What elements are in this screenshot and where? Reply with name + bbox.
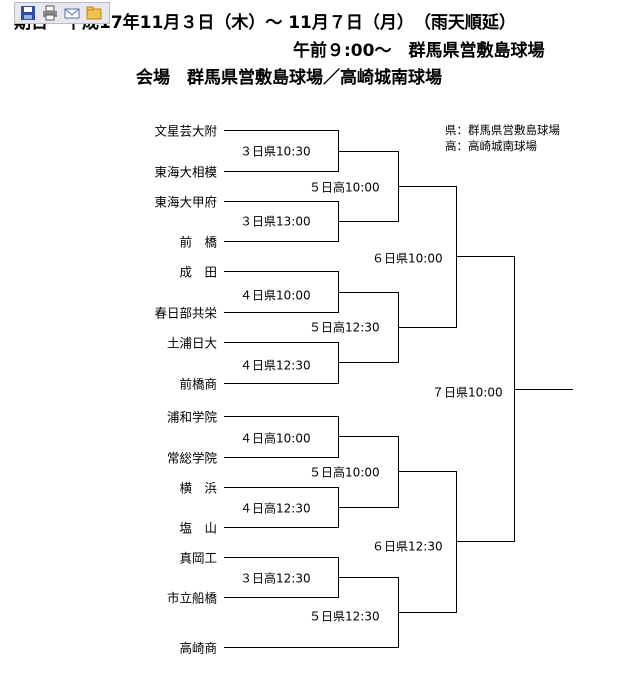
save-icon[interactable] (19, 4, 37, 22)
team-name: 成 田 (179, 264, 217, 280)
print-icon[interactable] (41, 4, 59, 22)
team-name: 高崎商 (179, 640, 217, 656)
header-venues: 会場 群馬県営敷島球場／高崎城南球場 (136, 68, 442, 88)
game-schedule: ４日高10:00 (240, 431, 311, 446)
team-name: 塩 山 (179, 520, 217, 536)
game-schedule: ４日県10:00 (240, 288, 311, 303)
game-schedule: ６日県12:30 (372, 539, 443, 554)
team-name: 市立船橋 (166, 590, 217, 606)
header-time-venue: 午前９:00～ 群馬県営敷島球場 (293, 41, 545, 61)
team-name: 東海大甲府 (154, 194, 217, 210)
team-name: 浦和学院 (166, 409, 217, 425)
game-schedule: ３日県10:30 (240, 144, 311, 159)
team-name: 常総学院 (166, 450, 217, 466)
team-name: 真岡工 (179, 550, 217, 566)
team-name: 土浦日大 (166, 335, 217, 351)
legend-line: 高：高崎城南球場 (445, 139, 537, 153)
team-name: 東海大相模 (154, 164, 217, 180)
game-schedule: ７日県10:00 (432, 385, 503, 400)
game-schedule: ３日高12:30 (240, 571, 311, 586)
game-schedule: ６日県10:00 (372, 251, 443, 266)
game-schedule: ３日県13:00 (240, 214, 311, 229)
folder-icon[interactable] (85, 4, 103, 22)
team-name: 横 浜 (179, 480, 217, 496)
game-schedule: ４日高12:30 (240, 501, 311, 516)
team-name: 文星芸大附 (154, 123, 217, 139)
game-schedule: ５日県12:30 (309, 609, 380, 624)
game-schedule: ４日県12:30 (240, 358, 311, 373)
team-name: 前 橋 (179, 234, 217, 250)
game-schedule: ５日高10:00 (309, 465, 380, 480)
legend-line: 県：群馬県営敷島球場 (445, 123, 560, 137)
team-name: 春日部共栄 (154, 305, 217, 321)
venue-legend: 県：群馬県営敷島球場 高：高崎城南球場 (445, 122, 560, 154)
team-name: 前橋商 (179, 376, 217, 392)
game-schedule: ５日高10:00 (309, 180, 380, 195)
game-schedule: ５日高12:30 (309, 320, 380, 335)
email-icon[interactable] (63, 4, 81, 22)
toolbar (14, 2, 110, 24)
